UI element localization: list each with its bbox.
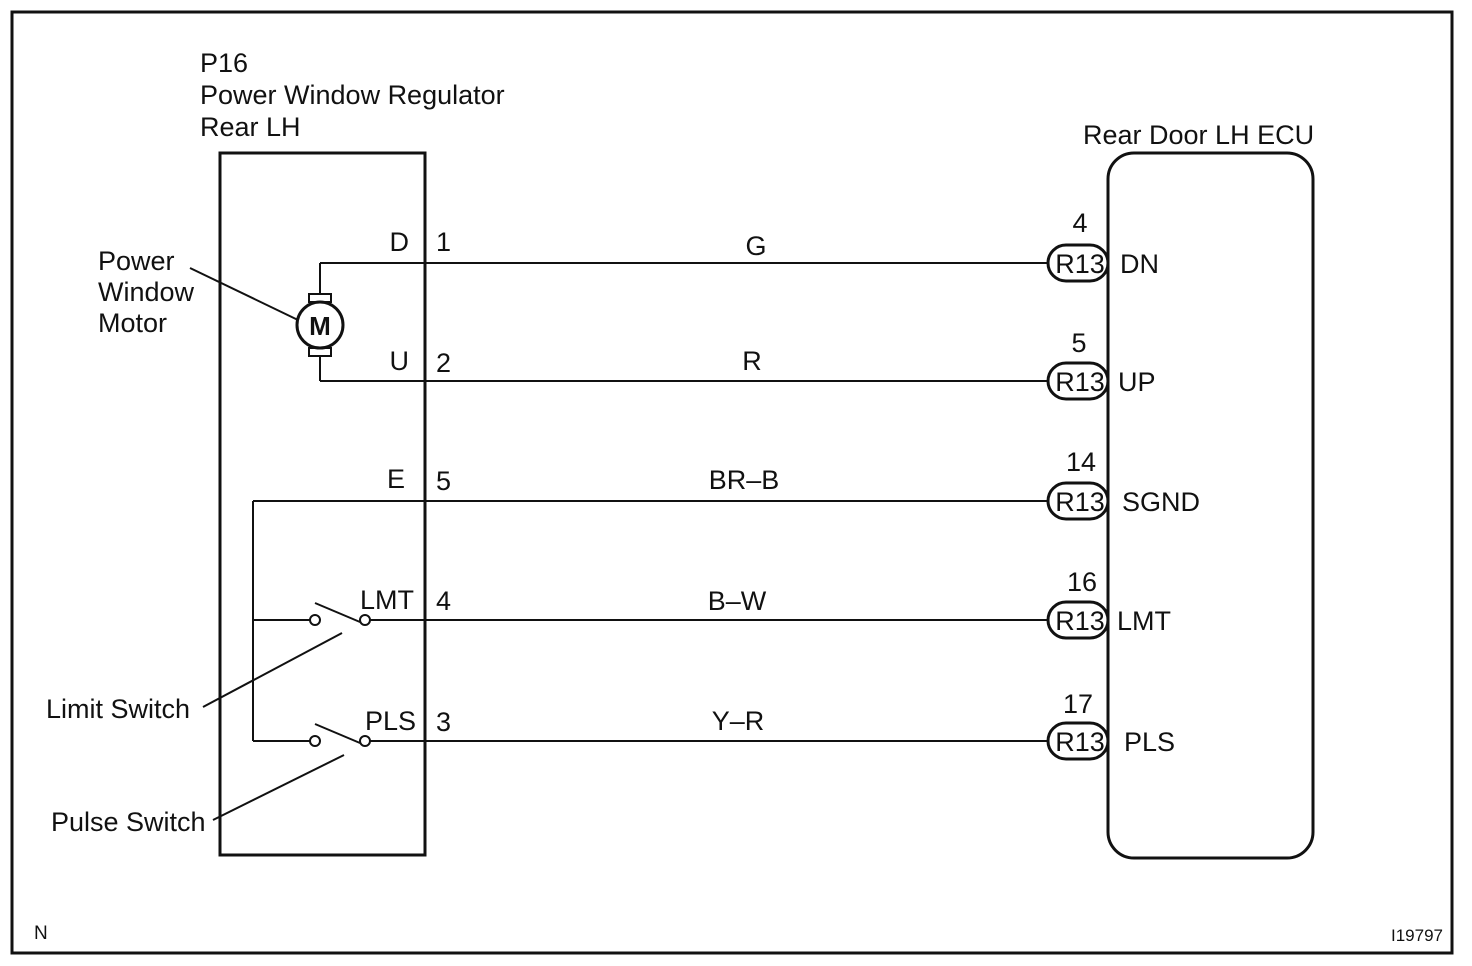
regulator-pin-5: 5: [436, 466, 451, 496]
motor-icon: [295, 300, 345, 350]
regulator-terminal-lmt: LMT: [360, 585, 414, 615]
diagram-frame: [10, 10, 1454, 955]
regulator-terminal-d: D: [390, 227, 410, 257]
regulator-pin-3: 3: [436, 707, 451, 737]
wire-row-pls: PLS 3 Y–R 17 R13 PLS: [365, 689, 1175, 761]
ecu-terminal-sgnd: SGND: [1122, 487, 1200, 517]
pulse-switch-contact-left: [309, 735, 321, 747]
ecu-pin-4: 4: [1072, 208, 1087, 238]
pulse-switch-label: Pulse Switch: [51, 807, 206, 837]
wire-color-r: R: [742, 346, 762, 376]
connector-r13: [1046, 600, 1110, 640]
ecu-terminal-dn: DN: [1120, 249, 1159, 279]
wire-row-dn: D 1 G 4 R13 DN: [390, 208, 1159, 283]
regulator-name-line2: Rear LH: [200, 112, 301, 142]
pulse-switch-blade: [314, 723, 361, 744]
pulse-switch-contact-right: [359, 735, 371, 747]
switch-circuit: [252, 500, 1050, 747]
motor-label-line3: Motor: [98, 308, 167, 338]
motor-label-line1: Power: [98, 246, 175, 276]
regulator-code: P16: [200, 48, 248, 78]
limit-switch-contact-left: [309, 614, 321, 626]
limit-switch-leader: [202, 632, 343, 708]
limit-switch-contact-right: [359, 614, 371, 626]
regulator-pin-1: 1: [436, 227, 451, 257]
corner-mark: N: [34, 923, 48, 944]
limit-switch-label: Limit Switch: [46, 694, 190, 724]
wire-row-up: U 2 R 5 R13 UP: [390, 328, 1156, 401]
ecu-pin-14: 14: [1066, 447, 1096, 477]
motor-circuit: M: [295, 262, 1050, 382]
wire-color-g: G: [745, 231, 766, 261]
regulator-box: [218, 151, 427, 857]
regulator-terminal-e: E: [387, 464, 405, 494]
motor-symbol: M: [309, 311, 331, 341]
regulator-terminal-u: U: [390, 346, 410, 376]
connector-r13: [1046, 721, 1110, 761]
connector-r13: [1046, 243, 1110, 283]
connector-r13: [1046, 481, 1110, 521]
regulator-pin-4: 4: [436, 586, 451, 616]
wire-row-lmt: LMT 4 B–W 16 R13 LMT: [360, 567, 1171, 640]
ecu-pin-16: 16: [1067, 567, 1097, 597]
ecu-terminal-lmt: LMT: [1117, 606, 1171, 636]
motor-label-line2: Window: [98, 277, 195, 307]
pulse-switch-leader: [212, 754, 345, 821]
wire-row-sgnd: E 5 BR–B 14 R13 SGND: [387, 447, 1200, 521]
regulator-pin-2: 2: [436, 348, 451, 378]
wire-color-b-w: B–W: [708, 586, 767, 616]
connector-r13-code: R13: [1055, 606, 1105, 636]
connector-r13: [1046, 361, 1110, 401]
regulator-terminal-pls: PLS: [365, 706, 416, 736]
ecu-name: Rear Door LH ECU: [1083, 120, 1314, 150]
connector-r13-code: R13: [1055, 249, 1105, 279]
motor-leader-line: [189, 267, 299, 321]
wire-color-br-b: BR–B: [709, 465, 780, 495]
connector-r13-code: R13: [1055, 727, 1105, 757]
ecu-terminal-pls: PLS: [1124, 727, 1175, 757]
limit-switch-blade: [314, 602, 361, 623]
ecu-pin-17: 17: [1063, 689, 1093, 719]
connector-r13-code: R13: [1055, 487, 1105, 517]
connector-r13-code: R13: [1055, 367, 1105, 397]
ecu-terminal-up: UP: [1118, 367, 1156, 397]
ecu-pin-5: 5: [1071, 328, 1086, 358]
regulator-name-line1: Power Window Regulator: [200, 80, 505, 110]
figure-id: I19797: [1391, 926, 1443, 945]
wire-color-y-r: Y–R: [712, 706, 765, 736]
